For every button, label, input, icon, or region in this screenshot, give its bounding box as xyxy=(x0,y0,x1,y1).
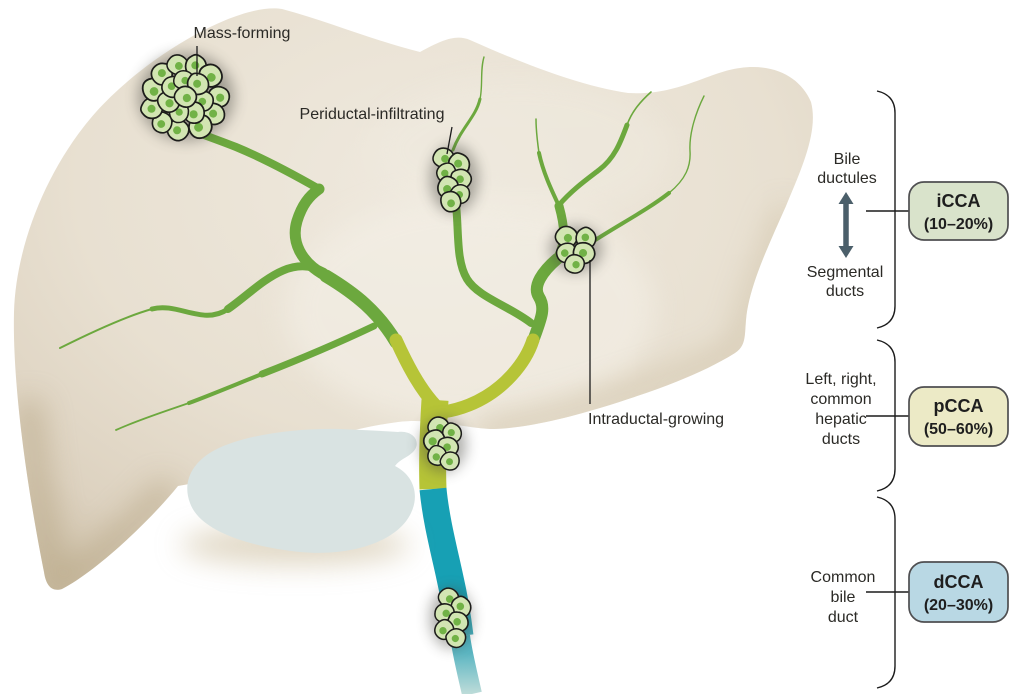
region-label-line: Common xyxy=(811,569,876,586)
right-hepatic-duct-yellow xyxy=(436,333,540,419)
dcca-badge-abbr: dCCA xyxy=(934,572,984,592)
classification-panel: Bile ductules Segmental ducts iCCA (10–2… xyxy=(805,90,1009,689)
region-label-line: common xyxy=(810,391,871,408)
region-label-line: hepatic xyxy=(815,411,867,428)
tumor-annotations: Mass-forming Periductal-infiltrating Int… xyxy=(194,25,725,428)
dcca-badge-percent: (20–30%) xyxy=(924,597,993,614)
left-branch-mid-2 xyxy=(149,305,231,318)
left-branch-mid xyxy=(224,262,328,313)
periductal-infiltrating-label: Periductal-infiltrating xyxy=(300,106,445,123)
tumor-hilar xyxy=(419,412,466,472)
left-hepatic-duct-green xyxy=(319,269,403,349)
tumor-distal xyxy=(430,583,474,651)
right-branch-up-left xyxy=(537,151,561,208)
periductal-pointer-line xyxy=(446,126,453,155)
region-label-line: ductules xyxy=(817,170,877,187)
icca-badge-abbr: iCCA xyxy=(937,191,981,211)
pcca-badge-percent: (50–60%) xyxy=(924,421,993,438)
region-label-line: Left, right, xyxy=(805,371,876,388)
pcca-badge xyxy=(908,386,1009,447)
group-dcca: Common bile duct dCCA (20–30%) xyxy=(811,496,1009,689)
group-pcca: Left, right, common hepatic ducts pCCA (… xyxy=(805,339,1009,492)
periductal-duct-upper xyxy=(451,97,482,152)
right-branch-lateral-tip xyxy=(668,95,705,194)
icca-badge xyxy=(908,181,1009,241)
left-branch-low xyxy=(258,322,378,378)
region-label-line: ducts xyxy=(826,283,864,300)
left-branch-low-2 xyxy=(187,372,264,405)
left-hepatic-duct-yellow xyxy=(389,333,443,413)
gallbladder-body xyxy=(187,428,417,553)
region-label-line: ducts xyxy=(822,431,860,448)
pcca-badge-abbr: pCCA xyxy=(934,396,984,416)
double-arrow-icon xyxy=(838,192,854,258)
left-branch-mid-tip xyxy=(59,308,153,349)
intrahepatic-bile-ducts xyxy=(59,56,705,431)
region-label-line: duct xyxy=(828,609,859,626)
region-label-line: Segmental xyxy=(807,264,884,281)
right-hepatic-duct-green xyxy=(527,253,563,347)
icca-bracket xyxy=(876,90,896,329)
region-label-line: bile xyxy=(831,589,856,606)
gallbladder xyxy=(180,428,417,565)
left-branch-low-tip xyxy=(115,402,190,431)
icca-badge-percent: (10–20%) xyxy=(924,216,993,233)
region-label-line: Bile xyxy=(834,151,861,168)
mass-forming-label: Mass-forming xyxy=(194,25,291,42)
mass-forming-branch xyxy=(195,129,323,193)
periductal-duct-tip xyxy=(479,56,485,100)
intraductal-growing-label: Intraductal-growing xyxy=(588,411,724,428)
tumor-mass-forming xyxy=(138,50,234,146)
tumor-periductal-infiltrating xyxy=(429,144,478,216)
periductal-duct xyxy=(452,201,535,327)
right-branch-up xyxy=(556,122,630,208)
group-icca: Bile ductules Segmental ducts iCCA (10–2… xyxy=(807,90,1009,329)
dcca-badge xyxy=(908,561,1009,623)
right-branch-up-left-tip xyxy=(535,118,540,154)
right-branch-up-tip xyxy=(626,91,652,126)
tumor-intraductal-growing xyxy=(550,221,602,276)
